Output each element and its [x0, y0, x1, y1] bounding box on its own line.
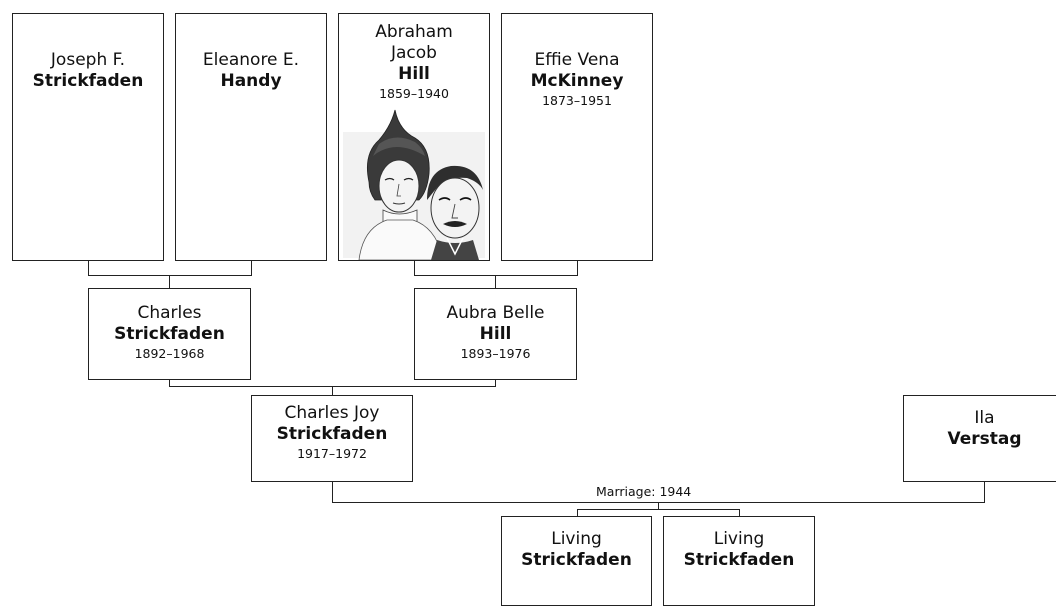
connector-line: [577, 509, 740, 510]
marriage-label: Marriage: 1944: [594, 484, 694, 499]
person-box-abraham-hill[interactable]: Abraham Jacob Hill 1859–1940: [338, 13, 490, 261]
connector-line: [332, 386, 333, 395]
life-dates: 1917–1972: [297, 446, 367, 461]
person-box-charles-joy-strickfaden[interactable]: Charles Joy Strickfaden 1917–1972: [251, 395, 413, 482]
connector-line: [251, 261, 252, 275]
surname: Strickfaden: [114, 324, 225, 344]
person-box-aubra-hill[interactable]: Aubra Belle Hill 1893–1976: [414, 288, 577, 380]
life-dates: 1892–1968: [134, 346, 205, 361]
connector-line: [495, 380, 496, 386]
life-dates: 1893–1976: [460, 346, 531, 361]
connector-line: [658, 502, 659, 509]
given-name-line2: Jacob: [391, 43, 437, 63]
surname: Strickfaden: [521, 550, 632, 570]
life-dates: 1859–1940: [379, 86, 449, 101]
surname: Verstag: [947, 429, 1022, 449]
given-name-line1: Abraham: [375, 22, 453, 42]
connector-line: [577, 261, 578, 275]
surname: Strickfaden: [683, 550, 795, 570]
person-box-eleanore-handy[interactable]: Eleanore E. Handy: [175, 13, 327, 261]
given-name: Ila: [974, 408, 995, 428]
person-box-ila-verstag[interactable]: Ila Verstag: [903, 395, 1056, 482]
surname: Hill: [479, 324, 512, 344]
given-name: Aubra Belle: [446, 303, 545, 323]
given-name: Living: [713, 529, 765, 549]
surname: Hill: [398, 64, 430, 84]
connector-line: [332, 482, 333, 502]
connector-line: [88, 275, 252, 276]
connector-line: [169, 380, 170, 386]
person-box-effie-mckinney[interactable]: Effie Vena McKinney 1873–1951: [501, 13, 653, 261]
connector-line: [495, 275, 496, 288]
connector-line: [739, 509, 740, 516]
given-name: Eleanore E.: [202, 50, 300, 70]
person-box-living-strickfaden-2[interactable]: Living Strickfaden: [663, 516, 815, 606]
connector-line: [414, 261, 415, 275]
connector-line: [984, 482, 985, 502]
life-dates: 1873–1951: [542, 93, 612, 108]
given-name: Effie Vena: [534, 50, 620, 70]
connector-line: [88, 261, 89, 275]
surname: Handy: [220, 71, 282, 91]
person-box-charles-strickfaden[interactable]: Charles Strickfaden 1892–1968: [88, 288, 251, 380]
connector-line: [577, 509, 578, 516]
person-box-joseph-strickfaden[interactable]: Joseph F. Strickfaden: [12, 13, 164, 261]
portrait-image: [343, 109, 485, 260]
surname: McKinney: [530, 71, 624, 91]
given-name: Joseph F.: [50, 50, 126, 70]
given-name: Charles: [137, 303, 202, 323]
given-name: Charles Joy: [284, 403, 380, 423]
person-box-living-strickfaden-1[interactable]: Living Strickfaden: [501, 516, 652, 606]
surname: Strickfaden: [32, 71, 144, 91]
given-name: Living: [551, 529, 602, 549]
surname: Strickfaden: [276, 424, 388, 444]
connector-line: [169, 275, 170, 288]
connector-line: [414, 275, 578, 276]
